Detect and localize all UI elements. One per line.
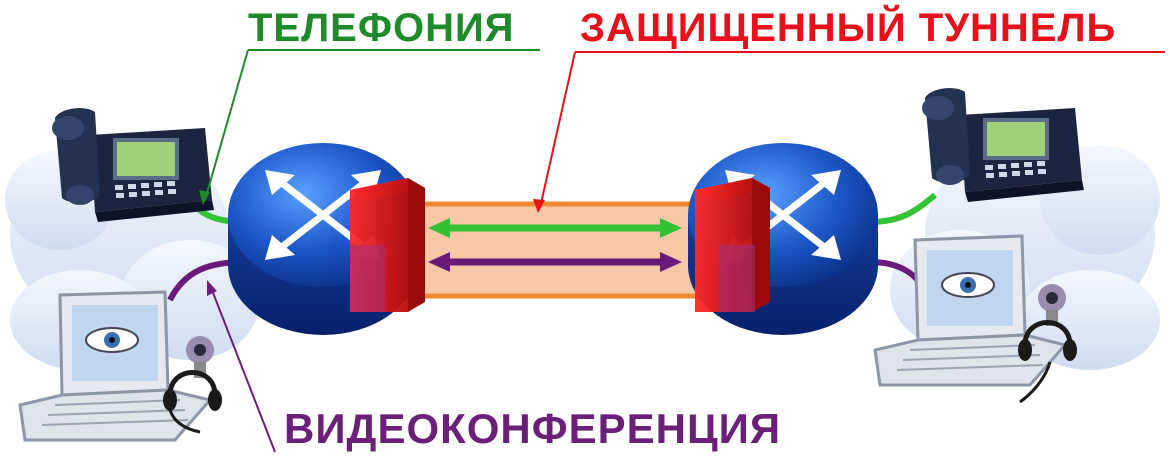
telephony-label: ТЕЛЕФОНИЯ: [248, 6, 515, 50]
video-leader-arrowhead: [207, 280, 217, 296]
telephony-leader: [204, 49, 249, 201]
secure-tunnel: [402, 201, 713, 299]
tunnel-leader: [539, 51, 576, 209]
headset-right-icon: [1018, 320, 1077, 404]
headset-left-icon: [163, 370, 222, 434]
ip-phone-right-icon: [922, 88, 1084, 202]
secure-tunnel-label: ЗАЩИЩЕННЫЙ ТУННЕЛЬ: [580, 6, 1117, 50]
firewall-right-icon: [695, 178, 770, 312]
telephony-arrow: [428, 218, 682, 238]
videoconference-label: ВИДЕОКОНФЕРЕНЦИЯ: [284, 405, 782, 452]
telephony-link-right: [869, 192, 937, 225]
video-leader: [209, 284, 276, 453]
video-arrow: [428, 252, 682, 272]
firewall-left-icon: [350, 178, 425, 312]
ip-phone-left-icon: [52, 108, 214, 222]
telephony-leader-arrowhead: [199, 190, 210, 205]
tunnel-leader-arrowhead: [533, 199, 545, 213]
